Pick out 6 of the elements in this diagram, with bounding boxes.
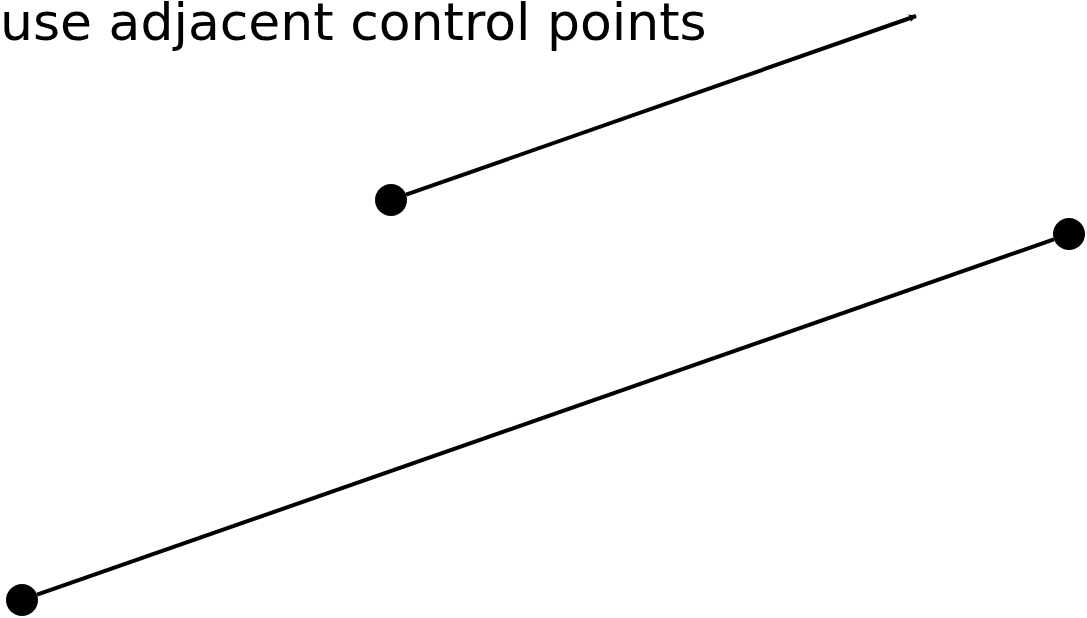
arrow — [405, 14, 917, 197]
line — [36, 237, 1055, 597]
annotation-text: use adjacent control points — [0, 0, 707, 52]
control-point-dot — [375, 184, 407, 216]
control-point-dot — [6, 584, 38, 616]
control-point-dot — [1053, 218, 1085, 250]
